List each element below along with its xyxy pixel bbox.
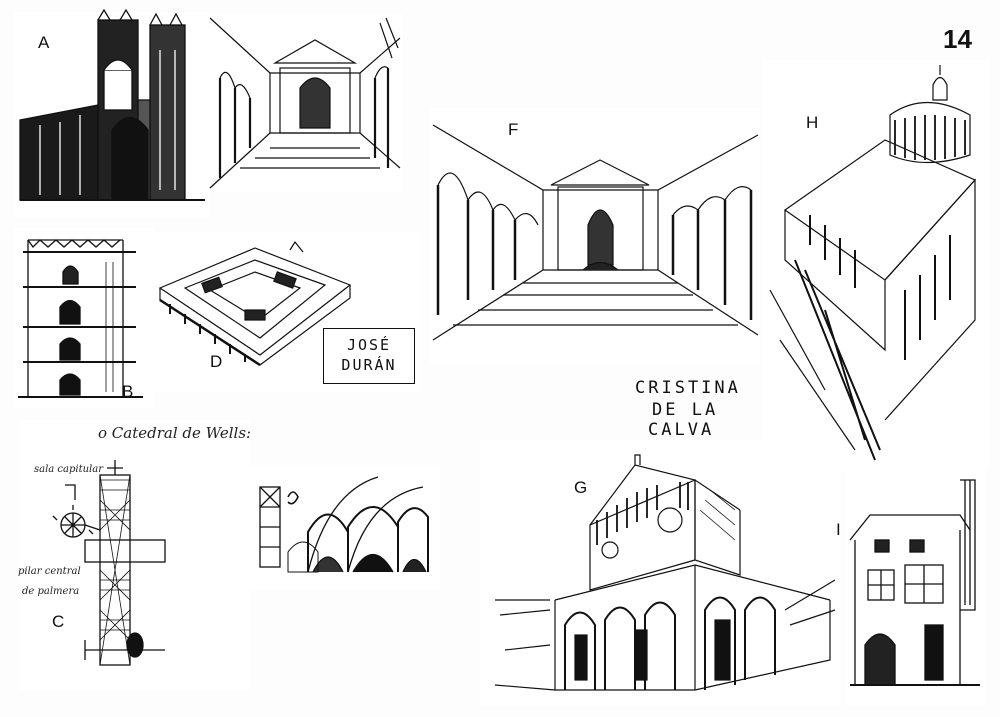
page-number: 14 — [943, 24, 972, 54]
courtyard-perspective-sketch — [209, 17, 401, 189]
label-a: A — [38, 33, 50, 52]
author-2-line-3: CALVA — [648, 420, 715, 440]
arcade-courtyard-perspective-sketch — [432, 124, 759, 341]
vaulted-arcade-sketch — [259, 476, 429, 573]
sketch-card — [480, 440, 840, 705]
domed-building-aerial-sketch — [769, 65, 976, 461]
label-f: F — [508, 120, 519, 139]
sketch-card — [762, 60, 990, 470]
gothic-cathedral-facade-sketch — [19, 8, 205, 201]
label-g: G — [574, 478, 588, 497]
author-2-line-1: CRISTINA — [635, 378, 741, 398]
tower-elevation-sketch — [18, 239, 143, 398]
cathedral-floor-plan-sketch — [52, 460, 166, 666]
label-i: I — [836, 520, 841, 539]
sketch-card — [14, 228, 154, 408]
cloister-aerial-sketch — [158, 240, 352, 367]
author-2-line-2: DE LA — [652, 400, 719, 420]
author-name-box: JOSÉ DURÁN — [323, 328, 415, 384]
author-first-name: JOSÉ — [346, 336, 392, 354]
label-b: B — [122, 382, 134, 401]
cathedral-note: o Catedral de Wells: — [98, 424, 252, 442]
label-d: D — [210, 352, 223, 371]
label-c: C — [52, 612, 65, 631]
palm-note: de palmera — [22, 586, 80, 597]
house-facade-sketch — [849, 479, 980, 686]
chapter-house-note: sala capitular — [34, 464, 103, 475]
author-last-name: DURÁN — [341, 356, 397, 374]
pillar-note: pilar central — [18, 566, 81, 577]
label-h: H — [806, 113, 819, 132]
romanesque-church-facade-sketch — [494, 454, 836, 691]
